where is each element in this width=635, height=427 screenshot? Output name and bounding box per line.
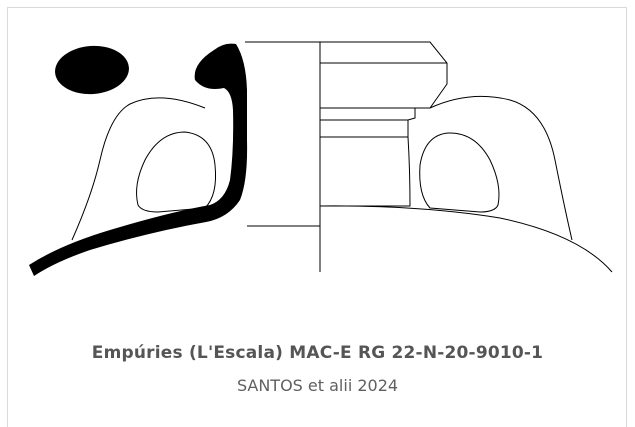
right-handle-inner [419,132,500,213]
amphora-drawing [29,41,613,276]
handle-section [55,45,129,95]
left-handle-inner [136,131,216,213]
neck-exterior [320,136,411,207]
wall-section-profile [29,43,248,276]
figure-caption-title: Empúries (L'Escala) MAC-E RG 22-N-20-901… [91,343,544,363]
right-handle-outer [429,95,573,241]
figure-caption-source: SANTOS et alii 2024 [236,376,399,395]
left-handle-outer [71,97,206,241]
rim-exterior [320,41,448,109]
right-shoulder [319,205,613,273]
neck-band [320,107,416,138]
